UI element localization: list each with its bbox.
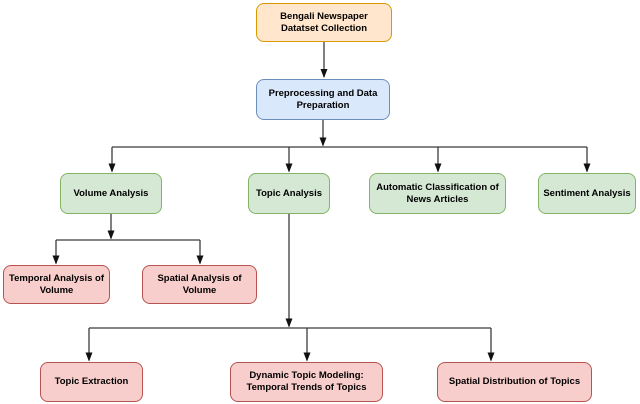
node-preprocessing: Preprocessing and Data Preparation <box>256 79 390 120</box>
node-spatial-analysis-volume: Spatial Analysis of Volume <box>142 265 257 304</box>
node-automatic-classification: Automatic Classification of News Article… <box>369 173 506 214</box>
node-dynamic-topic-modeling: Dynamic Topic Modeling: Temporal Trends … <box>230 362 383 402</box>
node-topic-analysis: Topic Analysis <box>248 173 330 214</box>
node-topic-extraction: Topic Extraction <box>40 362 143 402</box>
node-sentiment-analysis: Sentiment Analysis <box>538 173 636 214</box>
node-volume-analysis: Volume Analysis <box>60 173 162 214</box>
node-temporal-analysis-volume: Temporal Analysis of Volume <box>3 265 110 304</box>
node-dataset-collection: Bengali Newspaper Datatset Collection <box>256 3 392 42</box>
node-spatial-distribution-topics: Spatial Distribution of Topics <box>437 362 592 402</box>
